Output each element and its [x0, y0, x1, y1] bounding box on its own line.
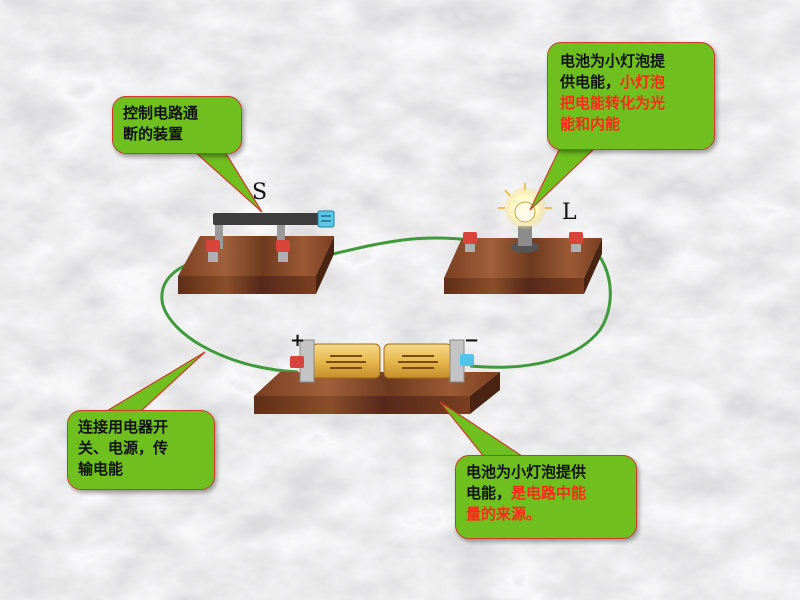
- lamp-callout-line2-plain: 供电能，: [560, 73, 621, 91]
- wire-switch-to-battery-positive: [160, 256, 299, 374]
- wire-callout: 连接用电器开 关、电源，传 输电能: [67, 410, 215, 490]
- wire-lamp-to-battery-negative: [469, 238, 612, 369]
- switch-callout: 控制电路通 断的装置: [112, 96, 242, 154]
- switch-board: [178, 210, 335, 294]
- battery-callout-line2: 电能，是电路中能: [466, 483, 626, 504]
- battery-board: [254, 339, 500, 414]
- lamp-callout-line2: 供电能，小灯泡: [560, 72, 702, 93]
- battery-callout-line2-plain: 电能，: [466, 484, 512, 502]
- battery-plus-sign: +: [290, 330, 306, 351]
- lamp-board: [444, 183, 602, 294]
- wire-callout-line2: 关、电源，传: [78, 439, 169, 457]
- wire-callout-line3: 输电能: [78, 460, 124, 478]
- battery-callout: 电池为小灯泡提供 电能，是电路中能 量的来源。: [455, 455, 637, 539]
- battery-minus-sign: −: [464, 330, 480, 351]
- lamp-callout-line2-highlight: 小灯泡: [620, 73, 666, 91]
- switch-callout-line1: 控制电路通: [123, 104, 199, 122]
- battery-callout-line1: 电池为小灯泡提供: [466, 463, 587, 481]
- wire-callout-tail: [102, 351, 206, 413]
- battery-callout-tail: [439, 401, 528, 459]
- switch-callout-line2: 断的装置: [123, 125, 184, 143]
- lamp-callout: 电池为小灯泡提 供电能，小灯泡 把电能转化为光 能和内能: [547, 42, 715, 150]
- lamp-letter-l: L: [562, 200, 577, 225]
- battery-callout-line2-highlight: 是电路中能: [511, 484, 587, 502]
- wire-callout-line1: 连接用电器开: [78, 418, 169, 436]
- lamp-callout-line3: 把电能转化为光: [560, 94, 666, 112]
- lamp-callout-line4: 能和内能: [560, 115, 621, 133]
- switch-letter-s: S: [252, 180, 268, 205]
- lamp-callout-line1: 电池为小灯泡提: [560, 52, 666, 70]
- battery-callout-line3: 量的来源。: [466, 505, 542, 523]
